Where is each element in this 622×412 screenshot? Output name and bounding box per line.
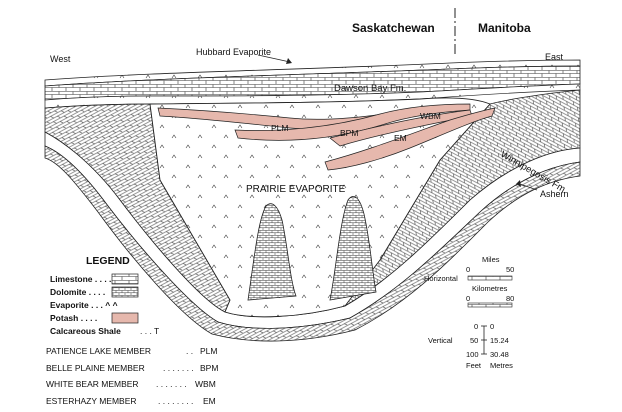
plm-label: PLM <box>271 123 288 133</box>
member-name-3: ESTERHAZY MEMBER <box>46 396 137 406</box>
ashern-label: Ashern <box>540 189 569 199</box>
scale-miles-label: Miles <box>482 255 500 264</box>
legend-evaporite-label: Evaporite . . . ^ ^ <box>50 300 118 310</box>
reef-mound-east <box>329 196 377 301</box>
scale-vertical-label: Vertical <box>428 336 453 345</box>
scale-v-50: 50 <box>470 336 478 345</box>
hubbard-label: Hubbard Evaporite <box>196 47 271 57</box>
legend-calc-shale-symbol: . . . T <box>140 326 159 336</box>
scale-km-bar <box>467 302 513 308</box>
member-code-1: BPM <box>200 363 218 373</box>
member-code-2: WBM <box>195 379 216 389</box>
member-dots-1: . . . . . . . <box>163 363 194 373</box>
scale-metres-label: Metres <box>490 361 513 370</box>
scale-feet-label: Feet <box>466 361 482 370</box>
scale-v-0-metres: 0 <box>490 322 494 331</box>
legend-dolomite-swatch <box>111 286 139 298</box>
manitoba-label: Manitoba <box>478 21 531 35</box>
reef-mound-west <box>247 203 297 301</box>
scale-km-label: Kilometres <box>472 284 508 293</box>
scale-horizontal-label: Horizontal <box>424 274 458 283</box>
member-dots-3: . . . . . . . . <box>158 396 193 406</box>
scale-miles-0: 0 <box>466 265 470 274</box>
prairie-evaporite-basin <box>149 97 491 318</box>
potash-em <box>324 107 496 171</box>
member-name-1: BELLE PLAINE MEMBER <box>46 363 145 373</box>
east-label: East <box>545 52 564 62</box>
wbm-label: WBM <box>420 111 441 121</box>
legend-potash-swatch <box>111 312 139 324</box>
scale-km-0: 0 <box>466 294 470 303</box>
member-dots-2: . . . . . . . <box>156 379 187 389</box>
member-dots-0: . . <box>186 346 193 356</box>
scale-v-0-feet: 0 <box>474 322 478 331</box>
member-name-2: WHITE BEAR MEMBER <box>46 379 139 389</box>
legend-calc-shale-label: Calcareous Shale <box>50 326 121 336</box>
member-name-0: PATIENCE LAKE MEMBER <box>46 346 151 356</box>
legend-limestone-swatch <box>111 273 139 285</box>
saskatchewan-label: Saskatchewan <box>352 21 435 35</box>
scale-v-30: 30.48 <box>490 350 509 359</box>
member-code-3: EM <box>203 396 216 406</box>
legend-title: LEGEND <box>86 255 130 267</box>
prairie-evaporite-label: PRAIRIE EVAPORITE <box>246 184 346 195</box>
scale-km-80: 80 <box>506 294 514 303</box>
west-label: West <box>50 54 71 64</box>
scale-miles-50: 50 <box>506 265 514 274</box>
legend-potash-label: Potash . . . . <box>50 313 97 323</box>
member-code-0: PLM <box>200 346 217 356</box>
scale-miles-bar <box>467 275 513 281</box>
scale-v-15: 15.24 <box>490 336 509 345</box>
bpm-label: BPM <box>340 128 358 138</box>
scale-v-100: 100 <box>466 350 479 359</box>
em-label: EM <box>394 133 407 143</box>
legend-dolomite-label: Dolomite . . . . <box>50 287 105 297</box>
legend-limestone-label: Limestone . . . . <box>50 274 111 284</box>
dawson-bay-label: Dawson Bay Fm. <box>334 83 406 94</box>
